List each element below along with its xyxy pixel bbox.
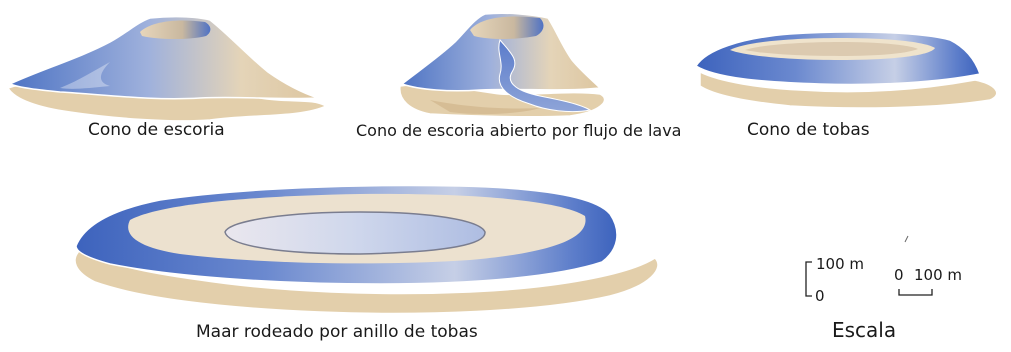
horizontal-scale-bar — [898, 289, 933, 296]
scale-horizontal-zero-label: 0 — [894, 266, 904, 284]
scale-vertical-zero-label: 0 — [815, 287, 825, 305]
label-cinder-cone: Cono de escoria — [88, 120, 225, 140]
label-tuff-cone: Cono de tobas — [747, 120, 870, 140]
maar-illustration — [74, 184, 659, 315]
vertical-scale-bar — [805, 261, 812, 297]
scale-horizontal-max-label: 100 m — [914, 266, 963, 284]
label-breached-cinder-cone: Cono de escoria abierto por flujo de lav… — [356, 121, 682, 140]
breached-cinder-cone-illustration — [399, 12, 606, 118]
cinder-cone-illustration — [6, 15, 328, 122]
scale-tick-mark — [904, 235, 909, 243]
scale-vertical-top-label: 100 m — [816, 255, 865, 273]
scale-title: Escala — [832, 318, 897, 342]
tuff-cone-illustration — [694, 31, 998, 109]
label-maar: Maar rodeado por anillo de tobas — [196, 322, 478, 342]
scale-bars — [805, 261, 933, 297]
